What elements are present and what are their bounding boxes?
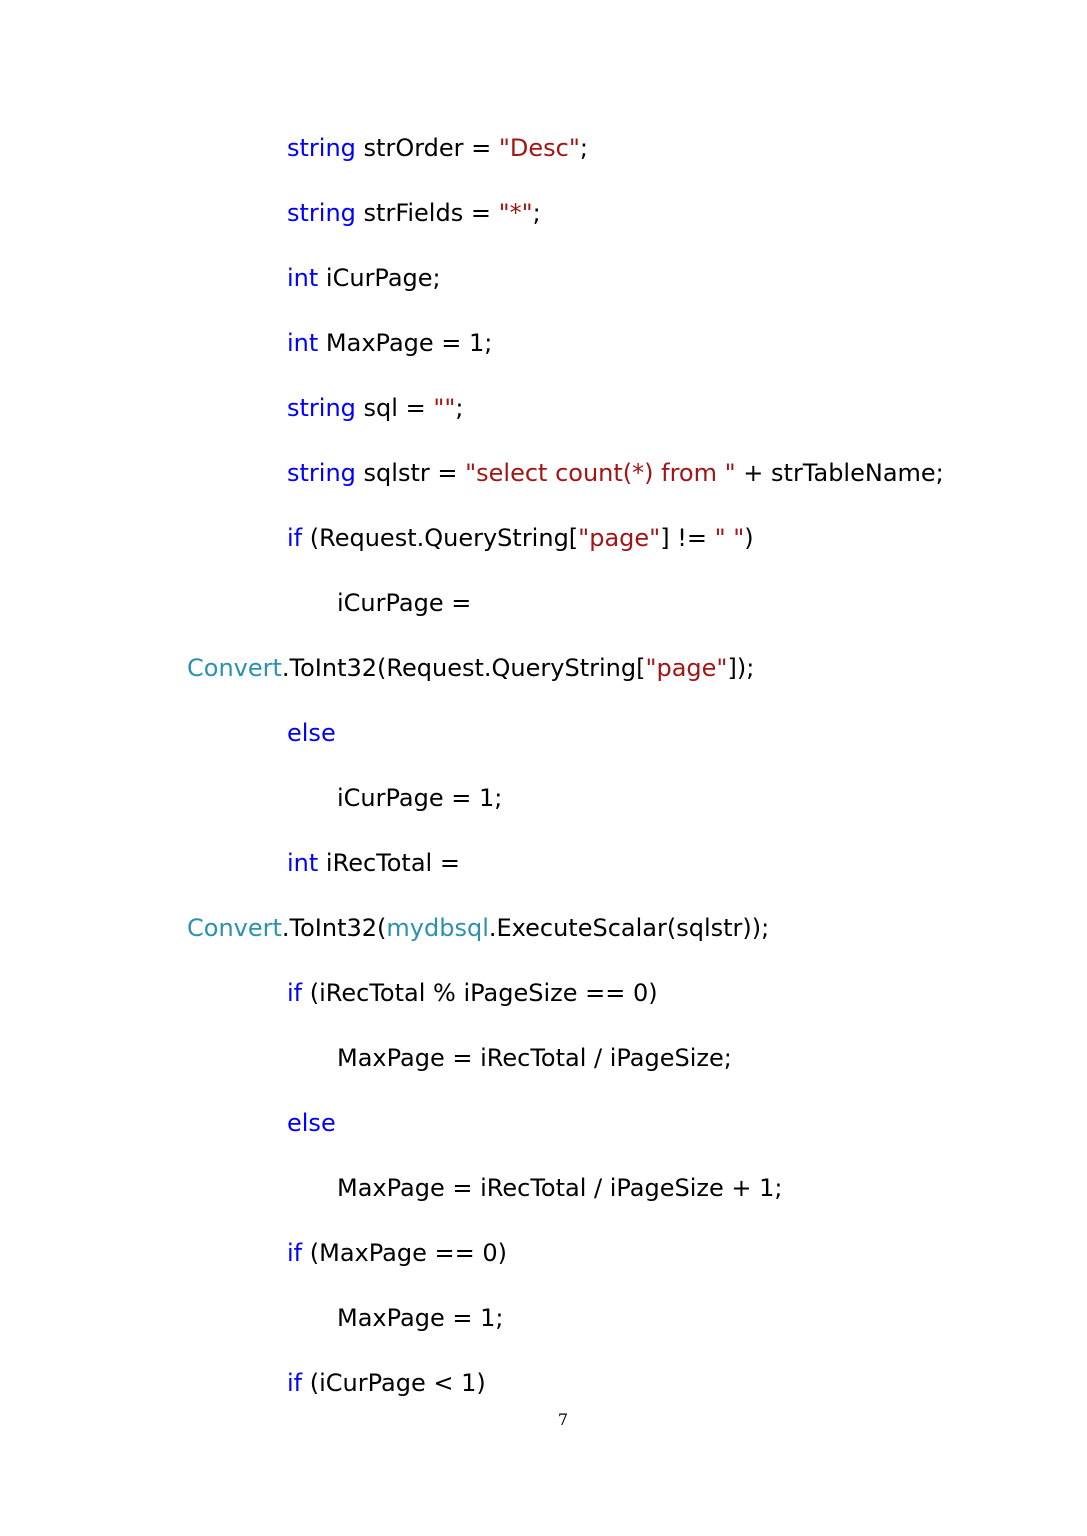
code-line: int iRecTotal = <box>287 843 460 883</box>
code-token-str: "*" <box>498 199 533 227</box>
code-token-plain: iCurPage = <box>337 589 472 617</box>
code-token-kw: if <box>287 1239 303 1267</box>
code-line: string sql = ""; <box>287 388 463 428</box>
code-token-kw: string <box>287 199 356 227</box>
code-token-plain: .ToInt32( <box>281 914 387 942</box>
code-line: else <box>287 713 336 753</box>
code-token-plain: ; <box>579 134 589 162</box>
code-token-str: "Desc" <box>498 134 580 162</box>
code-token-plain: .ExecuteScalar(sqlstr)); <box>488 914 770 942</box>
code-token-str: "page" <box>645 654 728 682</box>
code-line: int iCurPage; <box>287 258 441 298</box>
code-token-plain: ) <box>744 524 754 552</box>
code-token-kw: string <box>287 394 356 422</box>
code-token-kw: int <box>287 329 319 357</box>
code-token-plain: iRecTotal = <box>318 849 460 877</box>
code-line: MaxPage = iRecTotal / iPageSize + 1; <box>337 1168 782 1208</box>
code-token-plain: + strTableName; <box>735 459 944 487</box>
code-token-cls: mydbsql <box>386 914 489 942</box>
code-line: MaxPage = 1; <box>337 1298 503 1338</box>
code-token-kw: if <box>287 1369 303 1397</box>
code-token-plain: ; <box>532 199 541 227</box>
code-token-kw: int <box>287 849 319 877</box>
code-line: string strOrder = "Desc"; <box>287 128 588 168</box>
code-line: iCurPage = 1; <box>337 778 502 818</box>
code-token-kw: else <box>287 719 336 747</box>
code-token-str: "" <box>433 394 456 422</box>
code-token-plain: (iRecTotal % iPageSize == 0) <box>302 979 658 1007</box>
code-token-kw: if <box>287 524 303 552</box>
code-line: Convert.ToInt32(mydbsql.ExecuteScalar(sq… <box>187 908 769 948</box>
code-token-kw: string <box>287 459 356 487</box>
code-token-plain: MaxPage = 1; <box>318 329 493 357</box>
code-token-plain: iCurPage; <box>318 264 441 292</box>
code-token-plain: (MaxPage == 0) <box>302 1239 507 1267</box>
code-token-kw: string <box>287 134 356 162</box>
code-token-plain: ]); <box>727 654 755 682</box>
code-token-plain: (iCurPage < 1) <box>302 1369 486 1397</box>
code-token-plain: iCurPage = 1; <box>337 784 503 812</box>
page-number: 7 <box>557 1410 569 1429</box>
code-line: Convert.ToInt32(Request.QueryString["pag… <box>187 648 754 688</box>
code-token-plain: .ToInt32(Request.QueryString[ <box>281 654 646 682</box>
code-token-kw: if <box>287 979 303 1007</box>
code-token-plain: strFields = <box>355 199 499 227</box>
code-line: if (MaxPage == 0) <box>287 1233 507 1273</box>
code-token-plain: sql = <box>355 394 434 422</box>
code-line: if (Request.QueryString["page"] != " ") <box>287 518 754 558</box>
code-line: MaxPage = iRecTotal / iPageSize; <box>337 1038 732 1078</box>
code-token-kw: else <box>287 1109 336 1137</box>
code-line: else <box>287 1103 336 1143</box>
code-line: iCurPage = <box>337 583 471 623</box>
code-token-plain: strOrder = <box>355 134 499 162</box>
code-line: int MaxPage = 1; <box>287 323 492 363</box>
code-line: string sqlstr = "select count(*) from " … <box>287 453 944 493</box>
code-token-str: " " <box>714 524 745 552</box>
code-line: if (iRecTotal % iPageSize == 0) <box>287 973 658 1013</box>
code-token-plain: MaxPage = iRecTotal / iPageSize; <box>337 1044 732 1072</box>
code-token-plain: MaxPage = 1; <box>337 1304 504 1332</box>
code-line: string strFields = "*"; <box>287 193 541 233</box>
code-line: if (iCurPage < 1) <box>287 1363 486 1403</box>
code-token-str: "page" <box>578 524 661 552</box>
code-token-plain: ; <box>455 394 464 422</box>
code-token-str: "select count(*) from " <box>465 459 736 487</box>
code-token-cls: Convert <box>187 914 282 942</box>
code-token-plain: sqlstr = <box>355 459 466 487</box>
code-token-plain: MaxPage = iRecTotal / iPageSize + 1; <box>337 1174 783 1202</box>
code-token-plain: ] != <box>660 524 715 552</box>
code-token-plain: (Request.QueryString[ <box>302 524 579 552</box>
code-token-cls: Convert <box>187 654 282 682</box>
code-token-kw: int <box>287 264 319 292</box>
